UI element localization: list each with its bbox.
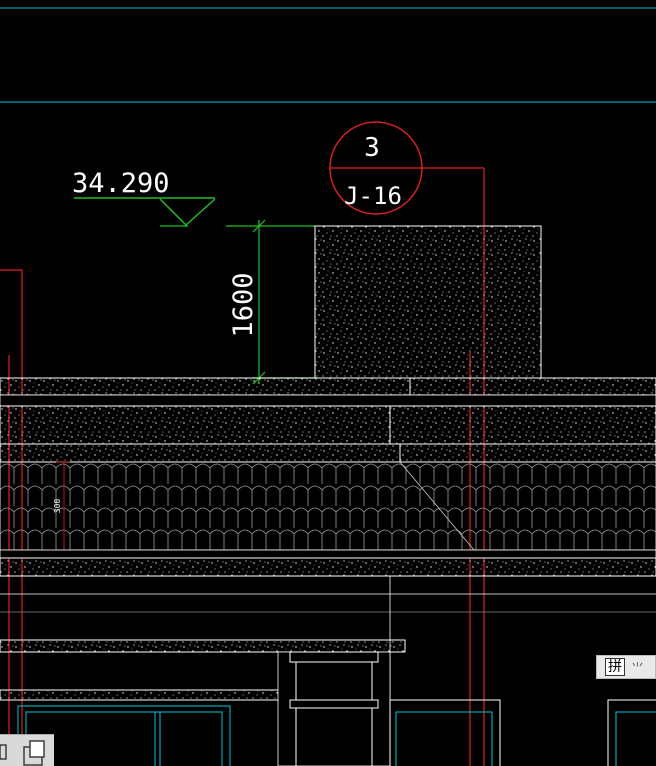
ime-extra-icon[interactable]: ⺌	[631, 661, 645, 677]
clipboard-icon[interactable]	[0, 735, 54, 766]
column[interactable]	[277, 651, 391, 766]
bottom-left-toolbar[interactable]	[0, 734, 54, 766]
elevation-mark[interactable]: 34.290	[72, 168, 216, 227]
dimension-1600[interactable]: 1600	[226, 219, 315, 385]
parapet-block[interactable]	[314, 225, 542, 379]
red-line-left	[0, 269, 23, 766]
ime-mode-button[interactable]: 拼	[605, 658, 625, 676]
dimension-label: 1600	[228, 272, 259, 337]
roof-tiles[interactable]	[0, 461, 656, 551]
detail-number: 3	[364, 133, 380, 163]
lower-bands[interactable]	[0, 549, 656, 766]
detail-sheet: J-16	[344, 182, 402, 210]
elevation-label: 34.290	[72, 168, 170, 199]
eave-bands[interactable]	[0, 377, 656, 463]
ime-toolbar[interactable]: 拼 ⺌	[596, 655, 656, 679]
roof-hip-line	[399, 461, 475, 551]
small-dim-label: 300	[53, 499, 62, 514]
